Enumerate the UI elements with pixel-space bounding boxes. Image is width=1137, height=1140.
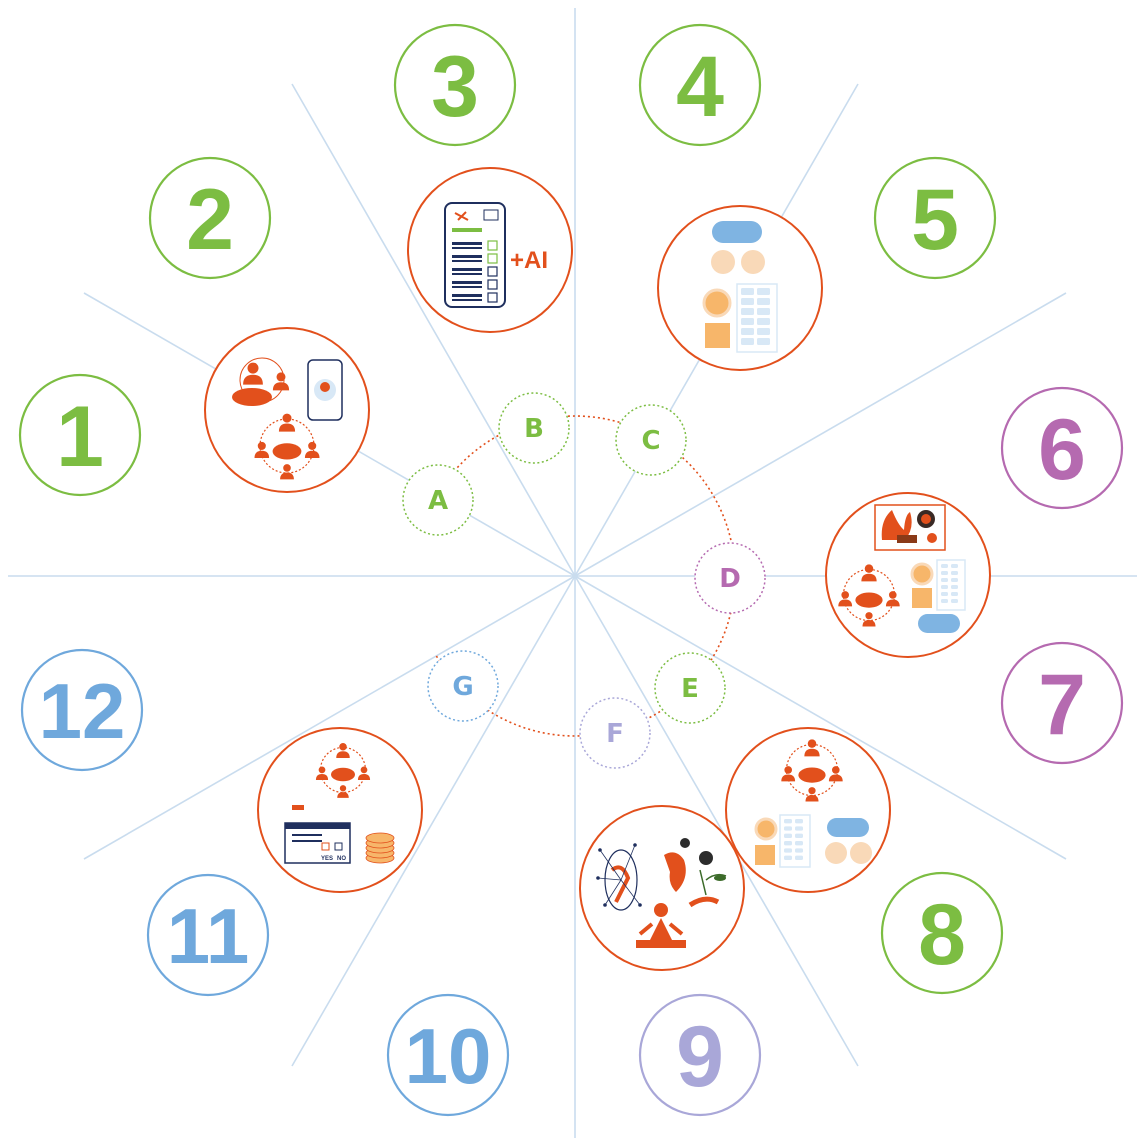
form-no-label: NO (337, 856, 346, 862)
letter-node-label: A (428, 486, 448, 516)
letter-node-a: A (403, 465, 473, 535)
fire-stones-group-shapes-icon (826, 493, 990, 657)
letter-node-b: B (499, 393, 569, 463)
number-node-3: 3 (395, 25, 515, 145)
letter-node-label: B (524, 414, 544, 444)
number-node-label: 6 (1038, 402, 1086, 498)
number-node-label: 4 (676, 39, 724, 135)
number-node-8: 8 (882, 873, 1002, 993)
letter-node-label: D (719, 564, 741, 594)
meditation-plants-icon (580, 806, 744, 970)
number-node-label: 10 (405, 1012, 492, 1100)
number-node-6: 6 (1002, 388, 1122, 508)
number-node-1: 1 (20, 375, 140, 495)
shapes-and-table-icon (658, 206, 822, 370)
number-node-4: 4 (640, 25, 760, 145)
number-node-9: 9 (640, 995, 760, 1115)
letter-node-label: E (681, 674, 699, 704)
number-node-label: 7 (1038, 657, 1086, 753)
form-yes-label: YES (321, 856, 333, 862)
illustration-nodes: +AI YES NO (205, 168, 990, 970)
letter-node-label: F (606, 719, 624, 749)
number-node-label: 11 (167, 892, 249, 980)
number-node-label: 1 (56, 389, 104, 485)
number-node-12: 12 (22, 650, 142, 770)
number-node-label: 12 (39, 667, 126, 755)
number-node-label: 5 (911, 172, 959, 268)
number-node-7: 7 (1002, 643, 1122, 763)
letter-node-label: C (641, 426, 660, 456)
letter-node-e: E (655, 653, 725, 723)
letter-node-f: F (580, 698, 650, 768)
letter-node-g: G (428, 651, 498, 721)
letter-node-c: C (616, 405, 686, 475)
number-node-11: 11 (148, 875, 268, 995)
number-node-10: 10 (388, 995, 508, 1115)
phone-checklist-ai-icon: +AI (408, 168, 572, 332)
number-node-label: 8 (918, 887, 966, 983)
number-node-5: 5 (875, 158, 995, 278)
group-table-shapes-icon (726, 728, 890, 892)
letter-node-d: D (695, 543, 765, 613)
number-node-label: 3 (431, 39, 479, 135)
letter-node-label: G (452, 672, 473, 702)
group-form-coins-icon: YES NO (258, 728, 422, 892)
number-node-label: 2 (186, 172, 234, 268)
people-and-phone-consultation-icon (205, 328, 369, 492)
number-node-label: 9 (676, 1009, 724, 1105)
number-node-2: 2 (150, 158, 270, 278)
ai-label: +AI (510, 247, 548, 274)
